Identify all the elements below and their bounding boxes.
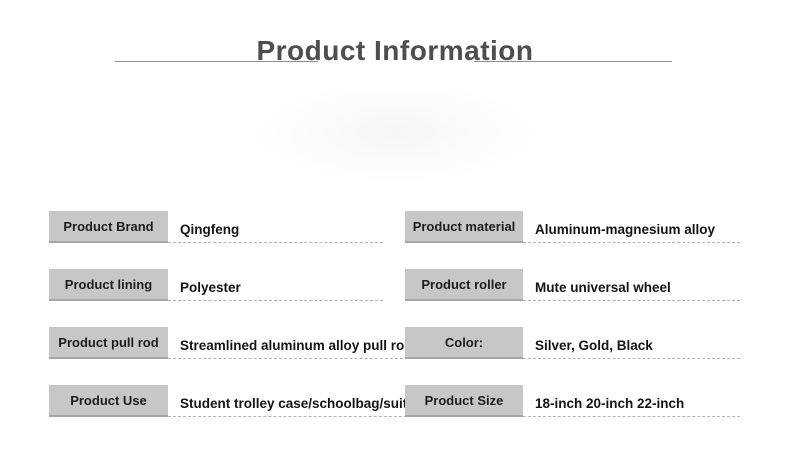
title-underline-right [474, 61, 672, 62]
spec-value: Silver, Gold, Black [523, 327, 740, 359]
page-title: Product Information [256, 34, 534, 66]
spec-value: 18-inch 20-inch 22-inch [523, 385, 740, 417]
spec-row: Product Size 18-inch 20-inch 22-inch [405, 385, 740, 417]
spec-row: Product pull rod Streamlined aluminum al… [49, 327, 413, 359]
spec-value: Qingfeng [168, 211, 383, 243]
spec-column-left: Product Brand Qingfeng Product lining Po… [49, 211, 438, 443]
spec-label: Product pull rod [49, 327, 168, 359]
spec-label: Product roller [405, 269, 523, 301]
spec-value: Polyester [168, 269, 383, 301]
spec-row: Product roller Mute universal wheel [405, 269, 740, 301]
spec-value: Aluminum-magnesium alloy [523, 211, 740, 243]
spec-label: Product Size [405, 385, 523, 417]
spec-label: Product Use [49, 385, 168, 417]
title-underline-left [115, 61, 318, 62]
spec-value: Student trolley case/schoolbag/suitcase [168, 385, 438, 417]
spec-label: Product material [405, 211, 523, 243]
faded-product-image [250, 80, 540, 185]
spec-label: Product lining [49, 269, 168, 301]
spec-label: Color: [405, 327, 523, 359]
spec-row: Product material Aluminum-magnesium allo… [405, 211, 740, 243]
spec-row: Product lining Polyester [49, 269, 383, 301]
spec-column-right: Product material Aluminum-magnesium allo… [405, 211, 740, 443]
spec-row: Product Brand Qingfeng [49, 211, 383, 243]
spec-label: Product Brand [49, 211, 168, 243]
spec-value: Streamlined aluminum alloy pull rod [168, 327, 413, 359]
spec-value: Mute universal wheel [523, 269, 740, 301]
spec-row: Color: Silver, Gold, Black [405, 327, 740, 359]
spec-row: Product Use Student trolley case/schoolb… [49, 385, 438, 417]
